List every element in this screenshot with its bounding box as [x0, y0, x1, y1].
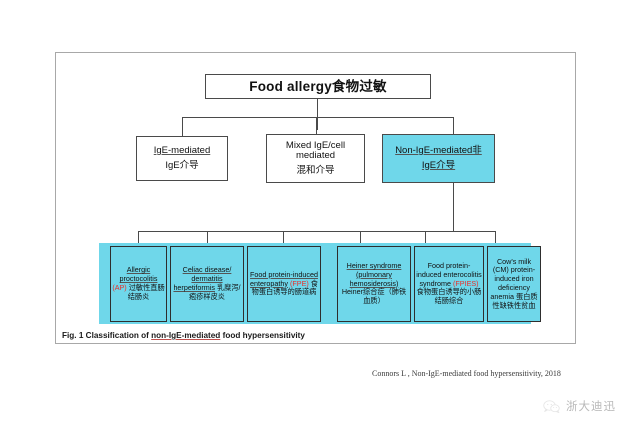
node-mixed-ige-cell-mediated-zh: 混和介导 [296, 164, 335, 176]
leaf-fpe-acronym: (FPE) [290, 278, 309, 288]
node-non-ige-mediated-zh: IgE介导 [421, 159, 456, 171]
leaf-heiner-syndrome-en: Heiner syndrome (pulmonary hemosiderosis… [346, 261, 402, 288]
leaf-allergic-proctocolitis-acronym: (AP) [112, 283, 127, 292]
connector-level2-bus [138, 231, 495, 232]
leaf-heiner-syndrome-zh: Heiner综合症（肺铁血质） [341, 287, 407, 306]
leaf-cow-milk-anemia-en: Cow's milk (CM) protein-induced iron def… [490, 256, 536, 301]
node-mixed-ige-cell-mediated[interactable]: Mixed IgE/cell mediated 混和介导 [266, 134, 365, 183]
figure-caption-suffix: food hypersensitivity [220, 331, 305, 340]
node-ige-mediated-zh: IgE介导 [165, 159, 199, 171]
footer-bar: 浙大迪迅 [0, 396, 632, 434]
leaf-fpe[interactable]: Food protein-induced enteropathy (FPE) 食… [247, 246, 321, 322]
leaf-celiac-disease-zh: 乳糜泻/疱疹样皮炎 [189, 283, 241, 301]
leaf-heiner-syndrome[interactable]: Heiner syndrome (pulmonary hemosiderosis… [337, 246, 411, 322]
node-ige-mediated[interactable]: IgE-mediated IgE介导 [136, 136, 228, 181]
leaf-allergic-proctocolitis-en: Allergic proctocolitis [119, 265, 158, 284]
leaf-fpies[interactable]: Food protein-induced enterocolitis syndr… [414, 246, 484, 322]
node-non-ige-mediated-en: Non-IgE-mediated非 [395, 144, 482, 156]
connector-level2-drop-2 [283, 231, 284, 246]
connector-level2-drop-5 [495, 231, 496, 246]
connector-level1-drop-1 [316, 117, 317, 134]
leaf-allergic-proctocolitis-zh: 过敏性直肠结肠炎 [127, 283, 165, 301]
leaf-allergic-proctocolitis[interactable]: Allergic proctocolitis (AP) 过敏性直肠结肠炎 [110, 246, 167, 322]
leaf-cow-milk-anemia-zh: 蛋白质性缺铁性贫血 [492, 291, 538, 310]
node-non-ige-mediated[interactable]: Non-IgE-mediated非 IgE介导 [382, 134, 495, 183]
leaf-celiac-disease-en: Celiac disease/ dermatitis herpetiformis [173, 265, 232, 292]
figure-caption: Fig. 1 Classification of non-IgE-mediate… [62, 331, 305, 340]
leaf-fpies-en: Food protein-induced enterocolitis syndr… [416, 261, 482, 288]
figure-caption-underlined: non-IgE-mediated [151, 331, 221, 340]
node-food-allergy-label: Food allergy食物过敏 [249, 78, 387, 94]
connector-title-stem [317, 99, 318, 130]
connector-level2-drop-0 [138, 231, 139, 246]
node-ige-mediated-en: IgE-mediated [153, 144, 211, 156]
connector-level2-stem [453, 183, 454, 231]
source-citation: Connors L , Non-IgE-mediated food hypers… [372, 369, 561, 378]
connector-level2-drop-4 [425, 231, 426, 246]
leaf-fpies-acronym: (FPIES) [453, 278, 479, 288]
connector-level2-drop-3 [360, 231, 361, 246]
wechat-icon [543, 400, 560, 413]
figure-caption-prefix: Fig. 1 Classification of [62, 331, 152, 340]
connector-level1-drop-2 [453, 117, 454, 134]
leaf-fpe-zh: 食物蛋白诱导的肠道病 [251, 278, 318, 297]
connector-level2-drop-1 [207, 231, 208, 246]
leaf-fpe-en: Food protein-induced enteropathy [250, 269, 318, 288]
footer-account-name: 浙大迪迅 [566, 399, 616, 413]
leaf-celiac-disease[interactable]: Celiac disease/ dermatitis herpetiformis… [170, 246, 244, 322]
connector-level1-drop-0 [182, 117, 183, 136]
connector-level1-bus [182, 117, 454, 118]
node-food-allergy[interactable]: Food allergy食物过敏 [205, 74, 431, 99]
leaf-fpies-zh: 食物蛋白诱导的小肠结肠综合 [416, 287, 482, 306]
leaf-cow-milk-anemia[interactable]: Cow's milk (CM) protein-induced iron def… [487, 246, 541, 322]
node-mixed-ige-cell-mediated-en: Mixed IgE/cell mediated [285, 139, 346, 162]
